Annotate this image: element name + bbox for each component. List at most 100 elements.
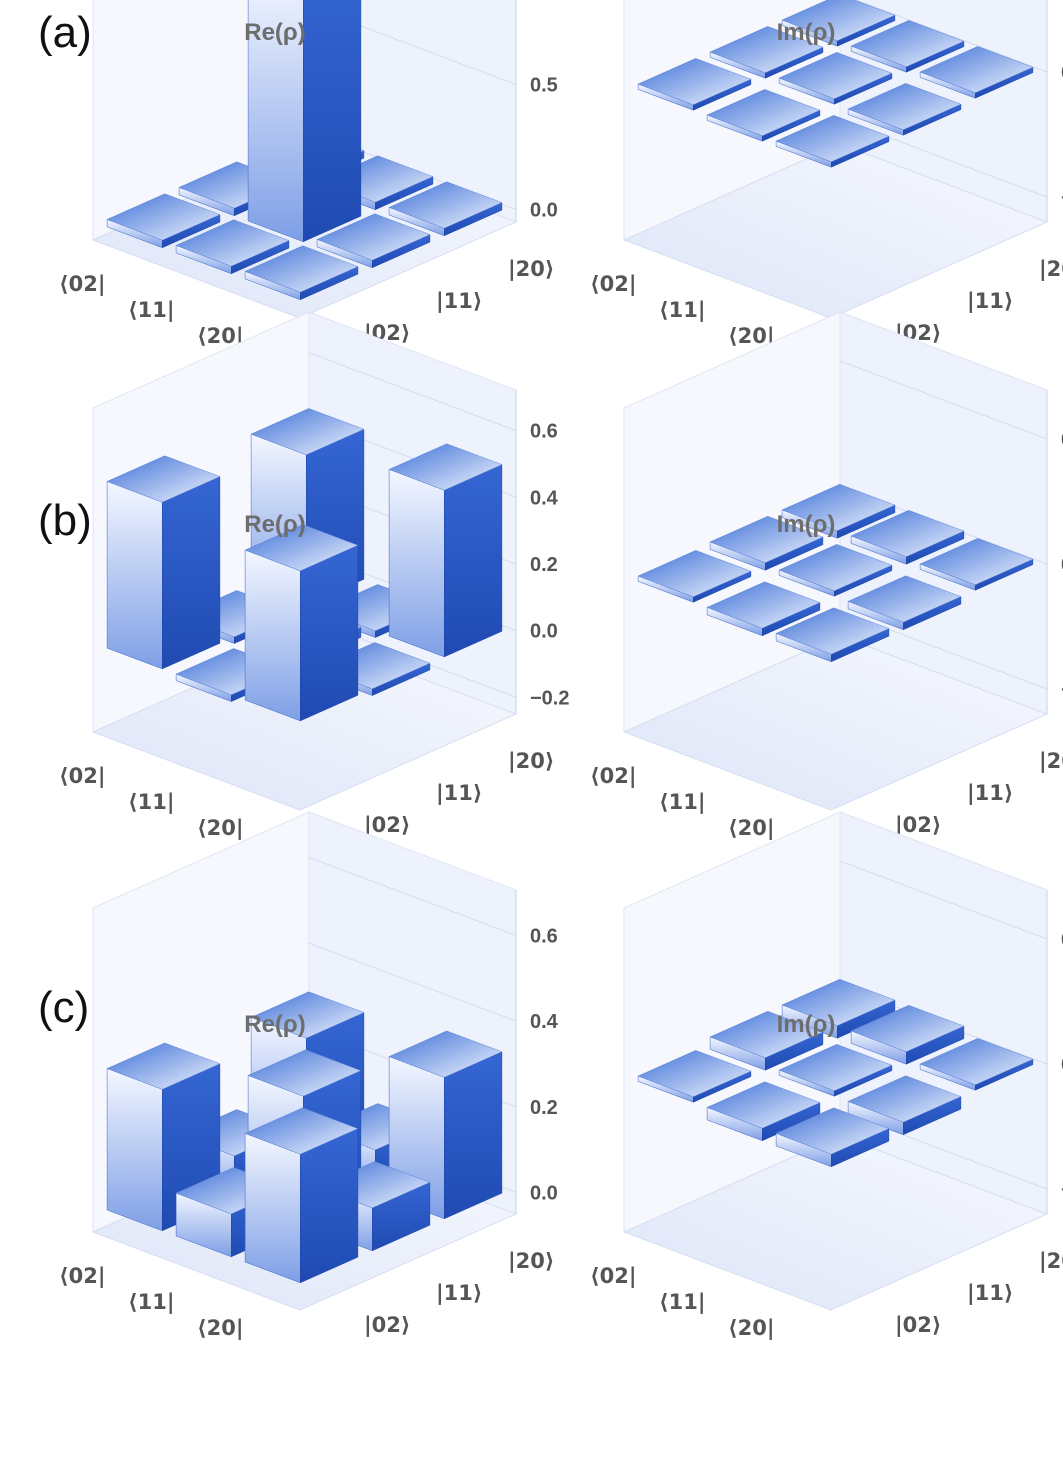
z-tick-label: 0.2 bbox=[530, 554, 558, 576]
z-tick-label: 0.0 bbox=[530, 621, 558, 643]
chart-b-im: Im(ρ) 0.5 0.0 −0.5 ⟨02| ⟨11| ⟨20| |02⟩ |11⟩ |20⟩ bbox=[590, 311, 1063, 841]
bar-0-2 bbox=[781, 0, 896, 47]
z-tick-label: 0.6 bbox=[530, 421, 558, 443]
z-tick-label: 0.4 bbox=[530, 1011, 559, 1033]
col-label: |20⟩ bbox=[508, 749, 555, 774]
z-tick-label: 0.0 bbox=[1061, 554, 1063, 576]
z-tick-label: −0.5 bbox=[1061, 1179, 1063, 1201]
bar-2-1 bbox=[316, 213, 431, 269]
bar-1-2 bbox=[850, 510, 965, 565]
col-label: |11⟩ bbox=[967, 289, 1014, 314]
row-label: ⟨20| bbox=[197, 816, 244, 841]
z-tick-label: 0.4 bbox=[530, 487, 559, 509]
col-label: |11⟩ bbox=[436, 781, 483, 806]
col-label: |20⟩ bbox=[1039, 749, 1063, 774]
bar-2-0 bbox=[775, 607, 890, 663]
col-label: |11⟩ bbox=[967, 781, 1014, 806]
chart-title: Im(ρ) bbox=[777, 19, 836, 46]
bar-2-1 bbox=[847, 1075, 962, 1136]
bar-0-0 bbox=[637, 1050, 752, 1103]
bar-2-0 bbox=[775, 1107, 890, 1168]
row-label: ⟨02| bbox=[59, 272, 106, 297]
bar-2-2 bbox=[919, 1038, 1034, 1091]
bar-1-1 bbox=[247, 0, 362, 243]
z-tick-label: 0.5 bbox=[530, 75, 558, 97]
z-tick-label: 0.2 bbox=[530, 1097, 558, 1119]
col-label: |11⟩ bbox=[967, 1281, 1014, 1306]
row-label: ⟨20| bbox=[197, 1316, 244, 1341]
bar-2-0 bbox=[244, 245, 359, 301]
panel-label-a: (a) bbox=[38, 8, 92, 57]
bar-0-1 bbox=[709, 1011, 824, 1071]
bar-1-0 bbox=[175, 219, 290, 275]
chart-title: Re(ρ) bbox=[244, 19, 306, 46]
col-label: |20⟩ bbox=[508, 1249, 555, 1274]
bar-1-1 bbox=[778, 544, 893, 597]
bar-0-2 bbox=[781, 979, 896, 1039]
col-label: |11⟩ bbox=[436, 289, 483, 314]
row-label: ⟨11| bbox=[128, 1290, 175, 1315]
bar-1-0 bbox=[706, 1081, 821, 1142]
chart-c-im: Im(ρ)0.50.0−0.5⟨02|⟨11|⟨20||02⟩|11⟩|20⟩ bbox=[590, 811, 1063, 1341]
bar-0-0 bbox=[637, 58, 752, 111]
bar-0-0 bbox=[106, 455, 221, 670]
col-label: |20⟩ bbox=[1039, 1249, 1063, 1274]
grid-line bbox=[308, 942, 517, 1022]
z-tick-label: 0.6 bbox=[530, 925, 558, 947]
bar-2-2 bbox=[919, 538, 1034, 591]
row-label: ⟨02| bbox=[590, 1264, 637, 1289]
bar-2-2 bbox=[388, 181, 503, 237]
col-label: |02⟩ bbox=[895, 813, 942, 838]
chart-a-re: Re(ρ)1.00.50.0⟨02|⟨11|⟨20||02⟩|11⟩|20⟩ bbox=[59, 0, 558, 349]
bar-2-0 bbox=[244, 1107, 359, 1284]
z-tick-label: 0.0 bbox=[1061, 62, 1063, 84]
panel-label-c: (c) bbox=[38, 983, 90, 1032]
chart-c-re: Re(ρ)0.60.40.20.0⟨02|⟨11|⟨20||02⟩|11⟩|20… bbox=[59, 811, 559, 1341]
z-tick-label: 0.0 bbox=[530, 1183, 558, 1205]
col-label: |20⟩ bbox=[1039, 257, 1063, 282]
bar-1-0 bbox=[706, 581, 821, 637]
bar-1-0 bbox=[706, 89, 821, 142]
z-tick-label: 0.5 bbox=[1061, 929, 1063, 951]
bar-2-0 bbox=[775, 115, 890, 168]
row-label: ⟨11| bbox=[128, 790, 175, 815]
row-label: ⟨11| bbox=[659, 1290, 706, 1315]
z-tick-label: 0.0 bbox=[530, 200, 558, 222]
z-tick-label: −0.5 bbox=[1061, 679, 1063, 701]
bar-0-2 bbox=[781, 484, 896, 539]
chart-title: Re(ρ) bbox=[244, 511, 306, 538]
chart-title: Im(ρ) bbox=[777, 1011, 836, 1038]
row-label: ⟨11| bbox=[128, 298, 175, 323]
chart-a-im: Im(ρ)0.50.0−0.5⟨02|⟨11|⟨20||02⟩|11⟩|20⟩ bbox=[590, 0, 1063, 349]
row-label: ⟨02| bbox=[59, 764, 106, 789]
row-label: ⟨11| bbox=[659, 790, 706, 815]
row-label: ⟨02| bbox=[590, 764, 637, 789]
col-label: |11⟩ bbox=[436, 1281, 483, 1306]
bar-0-1 bbox=[709, 516, 824, 571]
col-label: |02⟩ bbox=[364, 813, 411, 838]
panel-label-b: (b) bbox=[38, 496, 92, 545]
bar-2-2 bbox=[388, 443, 503, 658]
grid-line bbox=[854, 0, 1048, 73]
z-tick-label: 0.5 bbox=[1061, 429, 1063, 451]
col-label: |02⟩ bbox=[895, 1313, 942, 1338]
chart-title: Im(ρ) bbox=[777, 511, 836, 538]
z-tick-label: −0.2 bbox=[530, 687, 569, 709]
z-tick-label: −0.5 bbox=[1061, 187, 1063, 209]
col-label: |20⟩ bbox=[508, 257, 555, 282]
bar-1-1 bbox=[778, 52, 893, 105]
bar-2-1 bbox=[847, 83, 962, 136]
grid-line bbox=[308, 352, 517, 432]
bar-0-0 bbox=[637, 550, 752, 603]
bar-1-1 bbox=[778, 1044, 893, 1097]
col-label: |02⟩ bbox=[364, 1313, 411, 1338]
bar-1-2 bbox=[850, 20, 965, 73]
bar-0-1 bbox=[709, 26, 824, 79]
grid-line bbox=[839, 860, 1048, 940]
row-label: ⟨20| bbox=[728, 816, 775, 841]
bar-2-2 bbox=[919, 46, 1034, 99]
grid-line bbox=[308, 856, 517, 936]
bar-2-1 bbox=[847, 575, 962, 631]
bar-0-0 bbox=[106, 193, 221, 249]
row-label: ⟨02| bbox=[59, 1264, 106, 1289]
